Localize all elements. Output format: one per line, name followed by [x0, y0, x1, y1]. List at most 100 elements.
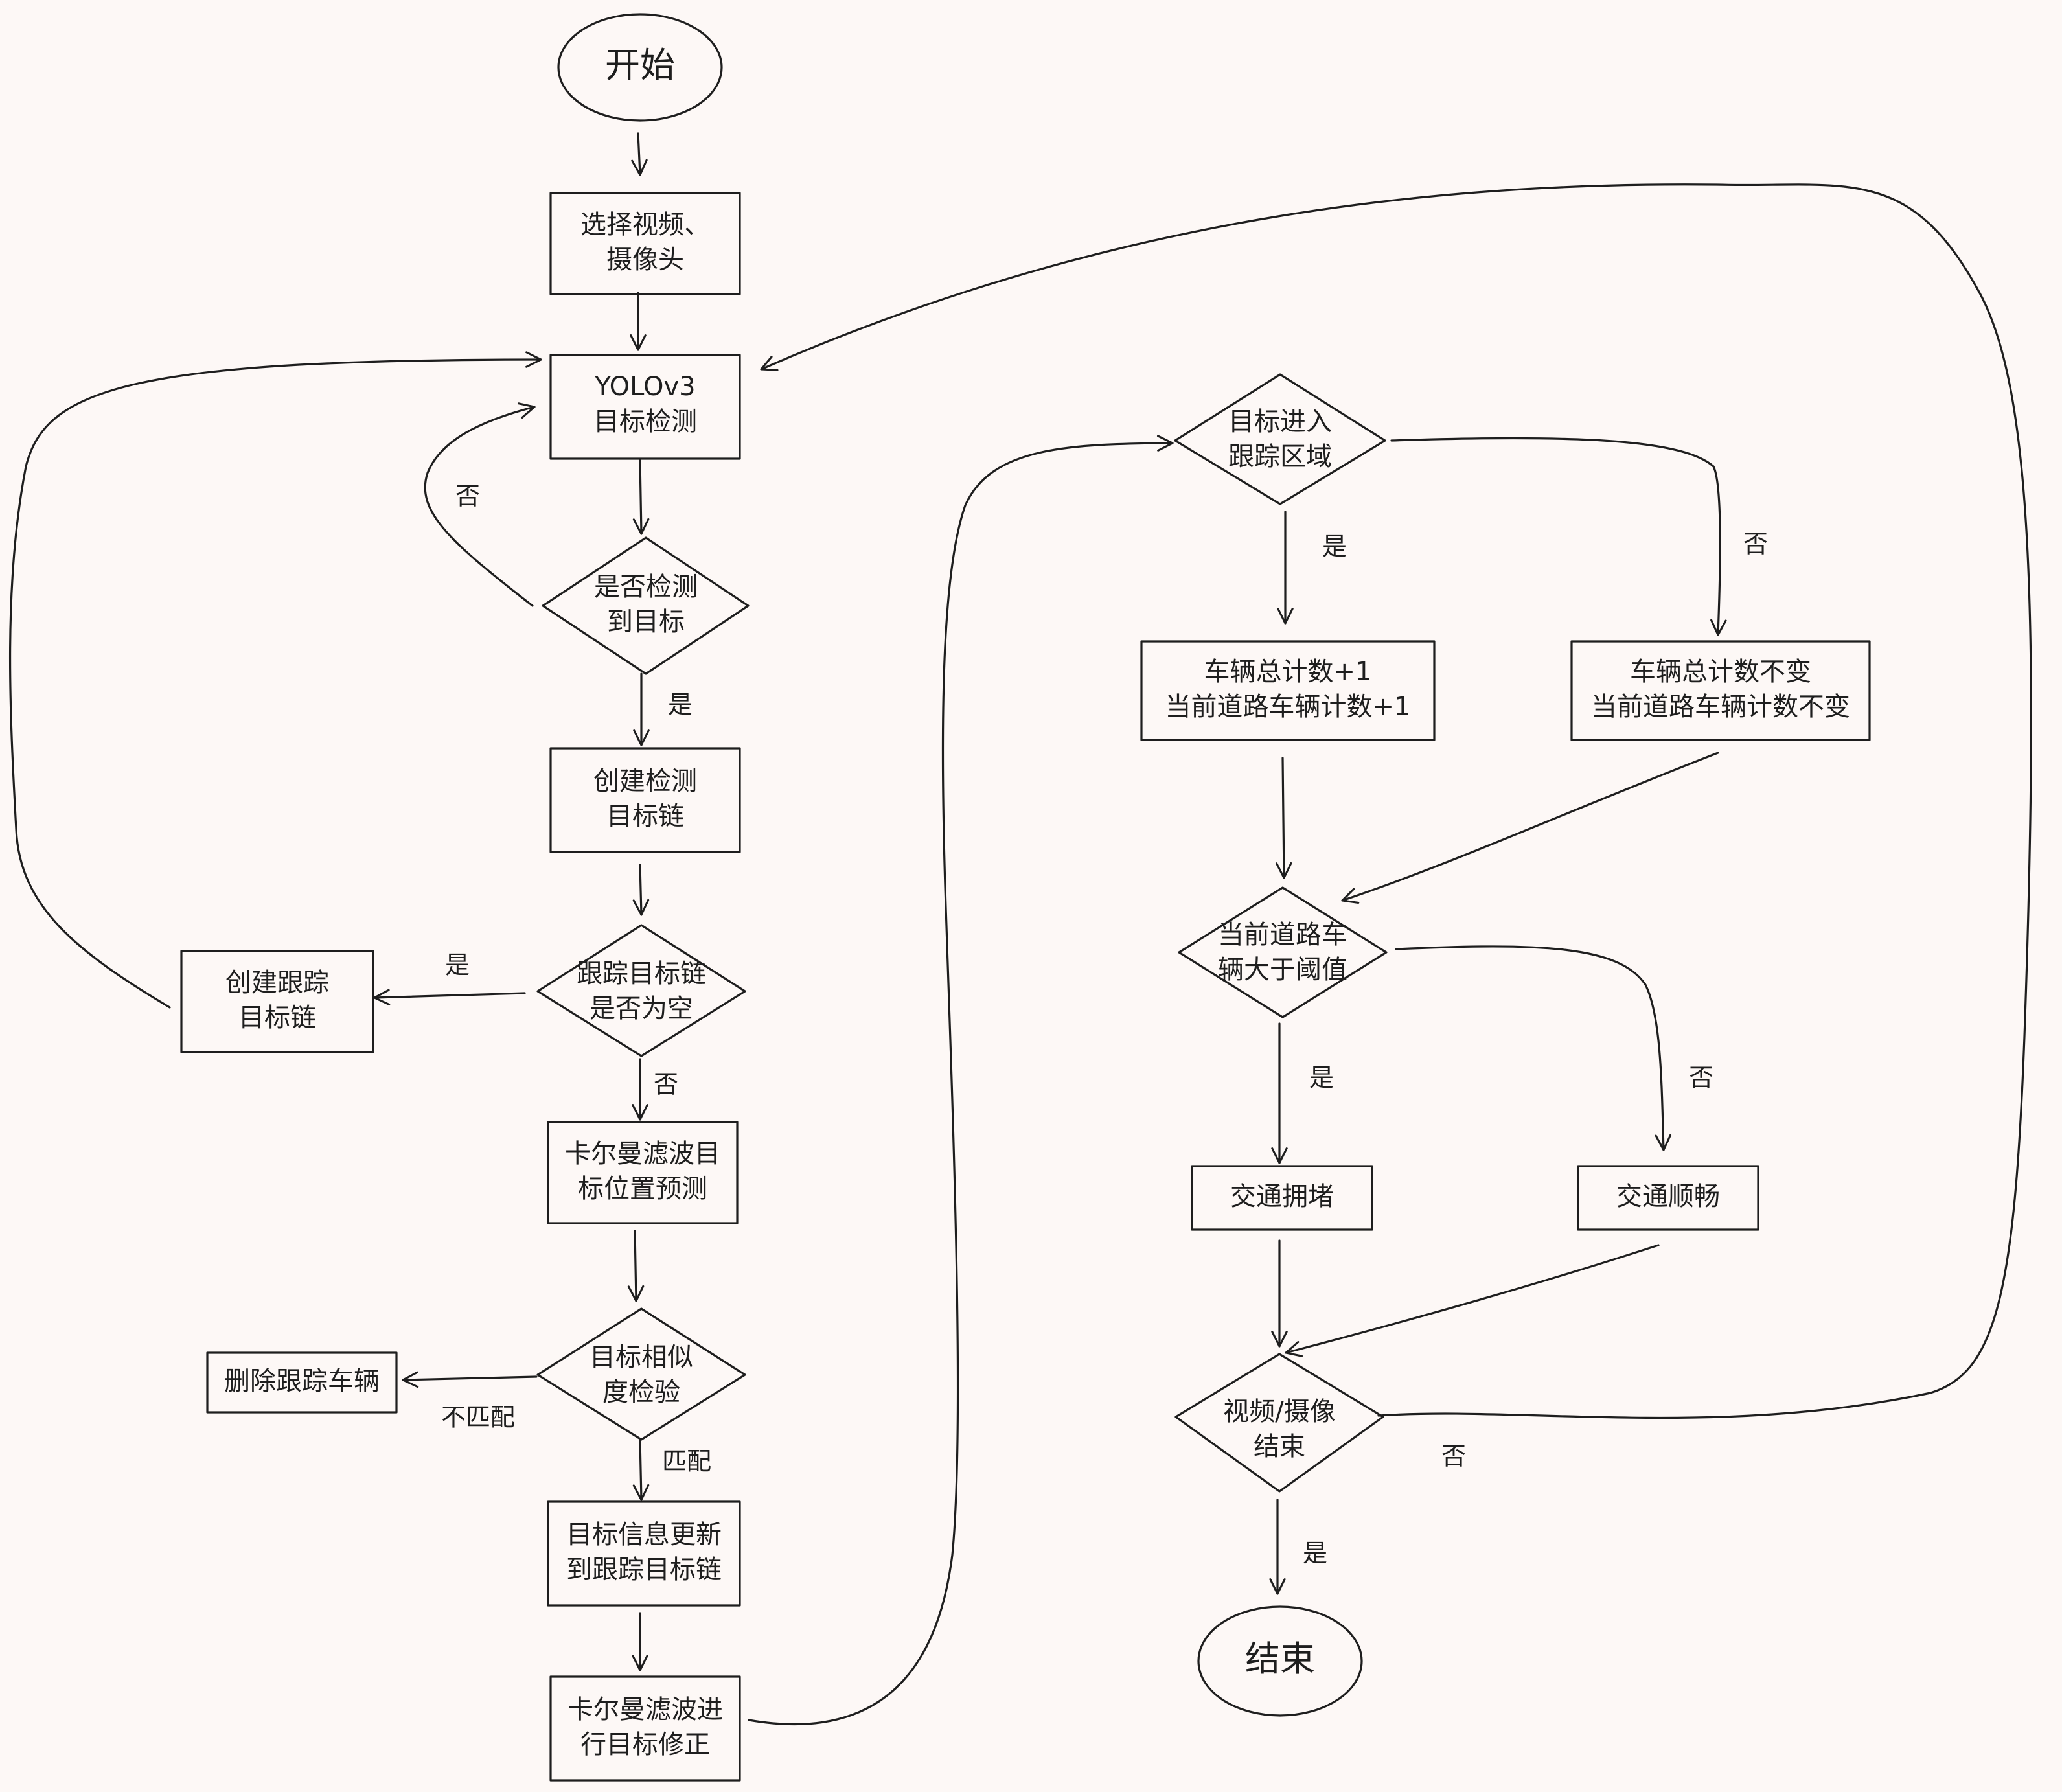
- node-kalman-correct-text: 卡尔曼滤波进行目标修正: [567, 1695, 723, 1760]
- edge-createdet-to-trackq: [632, 864, 650, 916]
- end-q-line: 视频/摄像: [1223, 1397, 1335, 1427]
- label-end-yes: 是: [1303, 1539, 1327, 1568]
- edge-same-to-thresholdq: [1341, 752, 1719, 904]
- delete-track-line: 删除跟踪车辆: [224, 1366, 380, 1396]
- kalman-correct-line: 卡尔曼滤波进: [567, 1695, 723, 1725]
- label-enter-yes: 是: [1322, 533, 1347, 561]
- label-track-empty-no: 否: [654, 1070, 678, 1099]
- node-kalman-correct: 卡尔曼滤波进行目标修正: [549, 1675, 741, 1782]
- enter-zone-q-line: 目标进入: [1228, 407, 1332, 437]
- node-delete-track-text: 删除跟踪车辆: [224, 1366, 380, 1396]
- node-enter-zone-q-text: 目标进入跟踪区域: [1228, 407, 1332, 472]
- edge-predict-to-similarity: [627, 1230, 645, 1302]
- label-threshold-no: 否: [1689, 1064, 1713, 1092]
- label-end-no: 否: [1441, 1442, 1466, 1471]
- node-kalman-predict-text: 卡尔曼滤波目标位置预测: [565, 1139, 720, 1204]
- kalman-correct-line: 行目标修正: [580, 1730, 710, 1760]
- edge-thresholdq-no: [1395, 945, 1672, 1151]
- select-source-line: 摄像头: [606, 245, 684, 275]
- end-line: 结束: [1245, 1638, 1315, 1679]
- count-plus-line: 当前道路车辆计数+1: [1165, 692, 1411, 722]
- node-detected-q: 是否检测到目标: [542, 536, 750, 675]
- label-match: 匹配: [662, 1447, 711, 1476]
- node-count-same-text: 车辆总计数不变当前道路车辆计数不变: [1591, 657, 1850, 722]
- node-track-empty-q-text: 跟踪目标链是否为空: [577, 959, 706, 1024]
- detected-q-line: 到目标: [607, 607, 685, 637]
- node-update-info-text: 目标信息更新到跟踪目标链: [566, 1520, 722, 1585]
- node-start-text: 开始: [605, 45, 675, 86]
- yolo-detect-line: YOLOv3: [594, 372, 695, 402]
- edge-yolo-to-detected: [632, 459, 650, 535]
- node-congested: 交通拥堵: [1191, 1165, 1373, 1231]
- label-mismatch: 不匹配: [441, 1403, 515, 1432]
- label-detected-yes: 是: [668, 691, 693, 719]
- label-detected-no: 否: [455, 482, 480, 511]
- node-similarity-q-text: 目标相似度检验: [590, 1342, 693, 1407]
- node-select-source-text: 选择视频、摄像头: [580, 210, 710, 275]
- similarity-q-line: 度检验: [602, 1377, 680, 1407]
- count-plus-line: 车辆总计数+1: [1204, 657, 1372, 687]
- edges: [8, 132, 2032, 1726]
- node-delete-track: 删除跟踪车辆: [206, 1351, 398, 1414]
- threshold-q-line: 辆大于阈值: [1218, 955, 1347, 985]
- nodes: 开始 选择视频、摄像头 YOLOv3 目标检测 是否检测到目标 创建检测目标链 跟…: [180, 13, 1871, 1782]
- track-empty-q-line: 跟踪目标链: [577, 959, 706, 989]
- create-det-line: 创建检测: [593, 766, 697, 796]
- start-line: 开始: [605, 45, 675, 86]
- node-end-q: 视频/摄像结束: [1174, 1353, 1384, 1493]
- yolo-detect-line: 目标检测: [593, 407, 697, 437]
- node-create-det-text: 创建检测目标链: [593, 766, 697, 831]
- node-end-q-text: 视频/摄像结束: [1223, 1397, 1335, 1462]
- label-enter-no: 否: [1743, 530, 1768, 558]
- congested-line: 交通拥堵: [1230, 1182, 1334, 1212]
- edge-correct-to-enterq: [748, 435, 1174, 1726]
- similarity-q-line: 目标相似: [590, 1342, 693, 1372]
- node-threshold-q-text: 当前道路车辆大于阈值: [1218, 920, 1347, 985]
- node-threshold-q: 当前道路车辆大于阈值: [1178, 886, 1388, 1018]
- edge-smooth-to-endq: [1285, 1244, 1660, 1357]
- create-track-line: 目标链: [238, 1003, 316, 1033]
- update-info-line: 到跟踪目标链: [566, 1555, 722, 1585]
- node-smooth: 交通顺畅: [1577, 1165, 1759, 1231]
- label-threshold-yes: 是: [1309, 1064, 1334, 1092]
- count-same-line: 当前道路车辆计数不变: [1591, 692, 1850, 722]
- edge-plus-to-thresholdq: [1276, 757, 1292, 879]
- node-create-track: 创建跟踪目标链: [180, 950, 374, 1053]
- node-congested-text: 交通拥堵: [1230, 1182, 1334, 1212]
- create-track-line: 创建跟踪: [225, 968, 329, 998]
- node-detected-q-text: 是否检测到目标: [594, 572, 698, 637]
- edge-create-to-yolo-loop: [8, 351, 542, 1009]
- select-source-line: 选择视频、: [580, 210, 710, 240]
- edge-endq-no-loop: [760, 183, 2032, 1419]
- node-kalman-predict: 卡尔曼滤波目标位置预测: [547, 1121, 739, 1224]
- node-enter-zone-q: 目标进入跟踪区域: [1174, 373, 1386, 505]
- update-info-line: 目标信息更新: [566, 1520, 722, 1550]
- edge-detected-no-loop: [424, 402, 536, 607]
- kalman-predict-line: 标位置预测: [578, 1174, 707, 1204]
- node-create-det: 创建检测目标链: [549, 747, 741, 853]
- node-yolo-detect-text: YOLOv3 目标检测: [593, 372, 697, 437]
- end-q-line: 结束: [1254, 1432, 1305, 1462]
- edge-start-to-select: [631, 132, 648, 176]
- detected-q-line: 是否检测: [594, 572, 698, 602]
- node-end-text: 结束: [1245, 1638, 1315, 1679]
- edge-similarity-mismatch: [402, 1371, 538, 1388]
- node-count-same: 车辆总计数不变当前道路车辆计数不变: [1570, 640, 1871, 741]
- node-smooth-text: 交通顺畅: [1616, 1182, 1720, 1212]
- node-create-track-text: 创建跟踪目标链: [225, 968, 329, 1033]
- node-yolo-detect: YOLOv3 目标检测: [549, 354, 741, 460]
- smooth-line: 交通顺畅: [1616, 1182, 1720, 1212]
- node-end: 结束: [1197, 1605, 1363, 1717]
- node-update-info: 目标信息更新到跟踪目标链: [547, 1500, 741, 1607]
- edge-labels: 否 是 是 否 不匹配 匹配 是 否 是 否 否 是: [441, 482, 1768, 1568]
- track-empty-q-line: 是否为空: [590, 994, 693, 1024]
- create-det-line: 目标链: [606, 801, 684, 831]
- node-select-source: 选择视频、摄像头: [549, 192, 741, 295]
- node-track-empty-q: 跟踪目标链是否为空: [536, 924, 746, 1057]
- enter-zone-q-line: 跟踪区域: [1228, 442, 1332, 472]
- kalman-predict-line: 卡尔曼滤波目: [565, 1139, 720, 1169]
- threshold-q-line: 当前道路车: [1218, 920, 1347, 950]
- node-count-plus-text: 车辆总计数+1 当前道路车辆计数+1: [1165, 657, 1411, 722]
- node-count-plus: 车辆总计数+1 当前道路车辆计数+1: [1140, 640, 1436, 741]
